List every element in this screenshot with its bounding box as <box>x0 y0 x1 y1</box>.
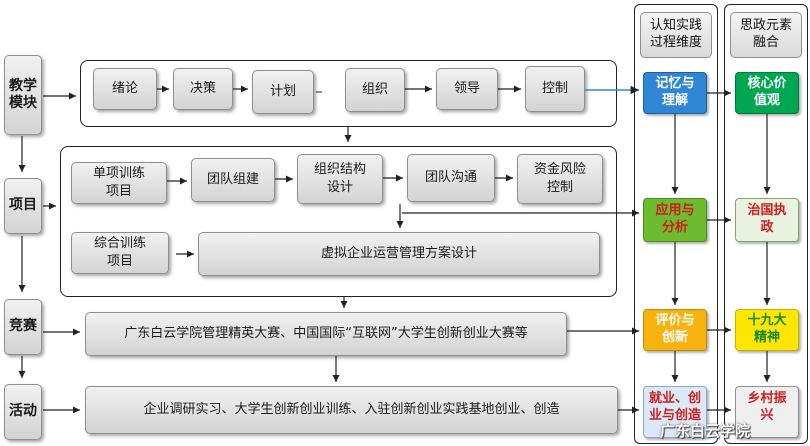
cognition-item-application-label: 应用与 分析 <box>655 203 695 235</box>
cognition-item-employment: 就业、创 业与创造 <box>643 386 707 438</box>
module-item-controlling: 控制 <box>525 66 585 112</box>
project-item-team-building: 团队组建 <box>191 158 275 202</box>
ideology-column-frame <box>724 4 808 444</box>
project-item-team-building-label: 团队组建 <box>206 172 259 188</box>
cognition-item-memory: 记忆与 理解 <box>643 72 707 114</box>
module-item-leading-label: 领导 <box>453 81 480 97</box>
cognition-item-evaluation: 评价与 创新 <box>643 309 707 351</box>
ideology-item-governance: 治国执 政 <box>735 198 799 242</box>
module-item-organizing-label: 组织 <box>361 82 388 98</box>
ideology-item-core-values: 核心价 值观 <box>735 72 799 114</box>
left-label-project-text: 项目 <box>9 197 37 214</box>
activity-text: 企业调研实习、大学生创新创业训练、入驻创新创业实践基地创业、创造 <box>143 402 560 418</box>
module-item-decision: 决策 <box>173 68 233 110</box>
project-item-org-design-label: 组织结构 设计 <box>313 162 366 195</box>
left-label-competition-text: 竞赛 <box>9 318 37 335</box>
left-label-activity-text: 活动 <box>9 403 37 420</box>
cognition-header: 认知实践 过程维度 <box>640 12 712 58</box>
ideology-item-governance-label: 治国执 政 <box>747 203 787 235</box>
left-label-activity: 活动 <box>4 384 42 440</box>
cognition-item-application: 应用与 分析 <box>643 198 707 242</box>
module-item-organizing: 组织 <box>345 68 405 112</box>
ideology-item-19th-congress-label: 十九大 精神 <box>747 313 787 345</box>
left-label-project: 项目 <box>4 178 42 234</box>
ideology-header-text: 思政元素 融合 <box>739 18 792 50</box>
left-label-module: 教学模块 <box>4 55 42 135</box>
module-item-controlling-label: 控制 <box>541 81 568 97</box>
module-item-intro: 绪论 <box>93 68 157 110</box>
module-item-planning-label: 计划 <box>269 84 296 100</box>
competition-box: 广东白云学院管理精英大赛、中国国际“互联网”大学生创新创业大赛等 <box>85 312 567 356</box>
cognition-item-employment-label: 就业、创 业与创造 <box>648 391 701 423</box>
project-item-virtual-enterprise: 虚拟企业运营管理方案设计 <box>198 232 600 276</box>
ideology-item-rural-revitalization: 乡村振 兴 <box>735 386 799 438</box>
project-item-virtual-enterprise-label: 虚拟企业运营管理方案设计 <box>320 246 477 262</box>
ideology-item-core-values-label: 核心价 值观 <box>747 76 787 108</box>
left-label-module-text: 教学模块 <box>9 77 37 112</box>
ideology-item-rural-revitalization-label: 乡村振 兴 <box>747 391 787 423</box>
module-frame <box>80 60 617 127</box>
activity-box: 企业调研实习、大学生创新创业训练、入驻创新创业实践基地创业、创造 <box>85 386 618 434</box>
project-item-single-training: 单项训练 项目 <box>71 162 167 204</box>
project-item-single-training-label: 单项训练 项目 <box>92 166 145 199</box>
cognition-item-evaluation-label: 评价与 创新 <box>655 313 695 345</box>
watermark-text: 广东白云学院 <box>660 422 751 440</box>
project-item-team-communication-label: 团队沟通 <box>424 170 477 186</box>
cognition-header-text: 认知实践 过程维度 <box>649 18 702 50</box>
module-item-decision-label: 决策 <box>189 81 216 97</box>
ideology-item-19th-congress: 十九大 精神 <box>735 309 799 351</box>
project-item-org-design: 组织结构 设计 <box>297 154 383 204</box>
cognition-item-memory-label: 记忆与 理解 <box>655 76 695 108</box>
project-item-fund-risk: 资金风险 控制 <box>517 154 603 204</box>
project-frame <box>60 146 617 297</box>
project-item-team-communication: 团队沟通 <box>407 154 495 202</box>
watermark: 广东白云学院 <box>660 420 750 441</box>
cognition-column-frame <box>634 4 718 444</box>
ideology-header: 思政元素 融合 <box>730 12 802 58</box>
module-item-intro-label: 绪论 <box>111 81 138 97</box>
project-item-comprehensive-training-label: 综合训练 项目 <box>93 236 146 269</box>
module-item-planning: 计划 <box>252 70 314 114</box>
module-item-leading: 领导 <box>436 68 498 110</box>
project-item-comprehensive-training: 综合训练 项目 <box>71 232 169 274</box>
left-label-competition: 竞赛 <box>4 299 42 355</box>
project-item-fund-risk-label: 资金风险 控制 <box>533 162 586 195</box>
competition-text: 广东白云学院管理精英大赛、中国国际“互联网”大学生创新创业大赛等 <box>124 326 528 342</box>
